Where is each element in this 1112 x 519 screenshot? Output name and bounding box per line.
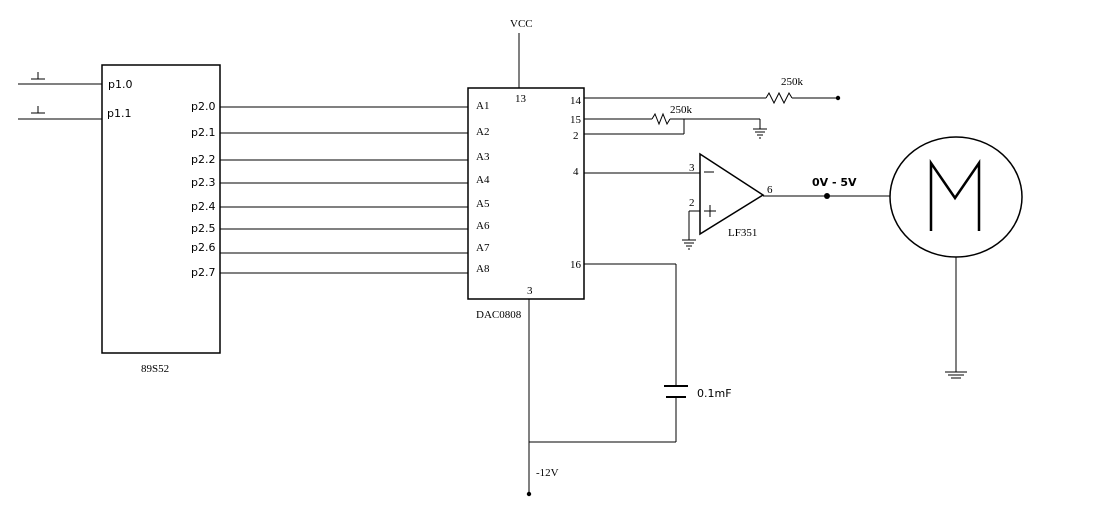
dac-pin-a1: A1 bbox=[476, 100, 489, 112]
dac-pin-a8: A8 bbox=[476, 263, 490, 275]
pin-label-p2-6: p2.6 bbox=[191, 241, 215, 254]
negative-supply-label: -12V bbox=[536, 467, 559, 479]
dac-pin-a6: A6 bbox=[476, 220, 490, 232]
dac-pin-a7: A7 bbox=[476, 242, 490, 254]
ground-icon bbox=[682, 239, 696, 250]
opamp-lf351: 3 2 6 LF351 bbox=[688, 152, 773, 240]
resistor-r1-label: 250k bbox=[781, 76, 804, 88]
pin-label-p2-3: p2.3 bbox=[191, 176, 215, 189]
pin-label-p2-5: p2.5 bbox=[191, 222, 215, 235]
capacitor-label: 0.1mF bbox=[697, 387, 732, 400]
capacitor-circuit: 0.1mF bbox=[529, 263, 732, 443]
ground-icon bbox=[753, 128, 767, 139]
dac-pin-13: 13 bbox=[515, 93, 527, 105]
pin-label-p1-1: p1.1 bbox=[107, 107, 131, 120]
dac-dac0808: A1 A2 A3 A4 A5 A6 A7 A8 13 14 15 2 4 16 … bbox=[467, 87, 585, 321]
negative-supply: -12V bbox=[526, 299, 559, 497]
data-bus bbox=[220, 106, 468, 274]
microcontroller-89s52: p1.0 p1.1 p2.0 p2.1 p2.2 p2.3 p2.4 p2.5 … bbox=[101, 64, 221, 375]
resistor-r1-circuit: 250k bbox=[584, 76, 841, 105]
push-button-p10 bbox=[18, 72, 102, 85]
vcc-supply: VCC bbox=[510, 18, 533, 88]
dac-pin-a4: A4 bbox=[476, 174, 490, 186]
dac-pin-16: 16 bbox=[570, 259, 582, 271]
resistor-r2-label: 250k bbox=[670, 104, 693, 116]
opamp-pin-2: 2 bbox=[689, 197, 695, 209]
output-voltage-label: 0V - 5V bbox=[812, 176, 857, 189]
opamp-label: LF351 bbox=[728, 227, 757, 239]
dac-pin-14: 14 bbox=[570, 95, 582, 107]
dac-pin-3: 3 bbox=[527, 285, 533, 297]
dac-pin-a3: A3 bbox=[476, 151, 490, 163]
dac-pin-4: 4 bbox=[573, 166, 579, 178]
pin-label-p2-0: p2.0 bbox=[191, 100, 215, 113]
dac-pin-15: 15 bbox=[570, 114, 582, 126]
motor bbox=[889, 136, 1023, 372]
pin-label-p2-1: p2.1 bbox=[191, 126, 215, 139]
opamp-pin-6: 6 bbox=[767, 184, 773, 196]
pin-label-p2-7: p2.7 bbox=[191, 266, 215, 279]
resistor-r2-circuit: 250k bbox=[584, 104, 761, 135]
output-line: 0V - 5V bbox=[763, 176, 890, 199]
dac-pin-2: 2 bbox=[573, 130, 579, 142]
dac-pin-a5: A5 bbox=[476, 198, 490, 210]
pin-label-p2-2: p2.2 bbox=[191, 153, 215, 166]
opamp-pin-3: 3 bbox=[689, 162, 695, 174]
dac-pin-a2: A2 bbox=[476, 126, 489, 138]
ground-icon bbox=[945, 371, 967, 379]
chip-label-dac0808: DAC0808 bbox=[476, 309, 522, 321]
chip-label-89s52: 89S52 bbox=[141, 363, 169, 375]
push-button-p11 bbox=[18, 106, 102, 120]
pin-label-p1-0: p1.0 bbox=[108, 78, 132, 91]
vcc-label: VCC bbox=[510, 18, 533, 30]
pin-label-p2-4: p2.4 bbox=[191, 200, 215, 213]
